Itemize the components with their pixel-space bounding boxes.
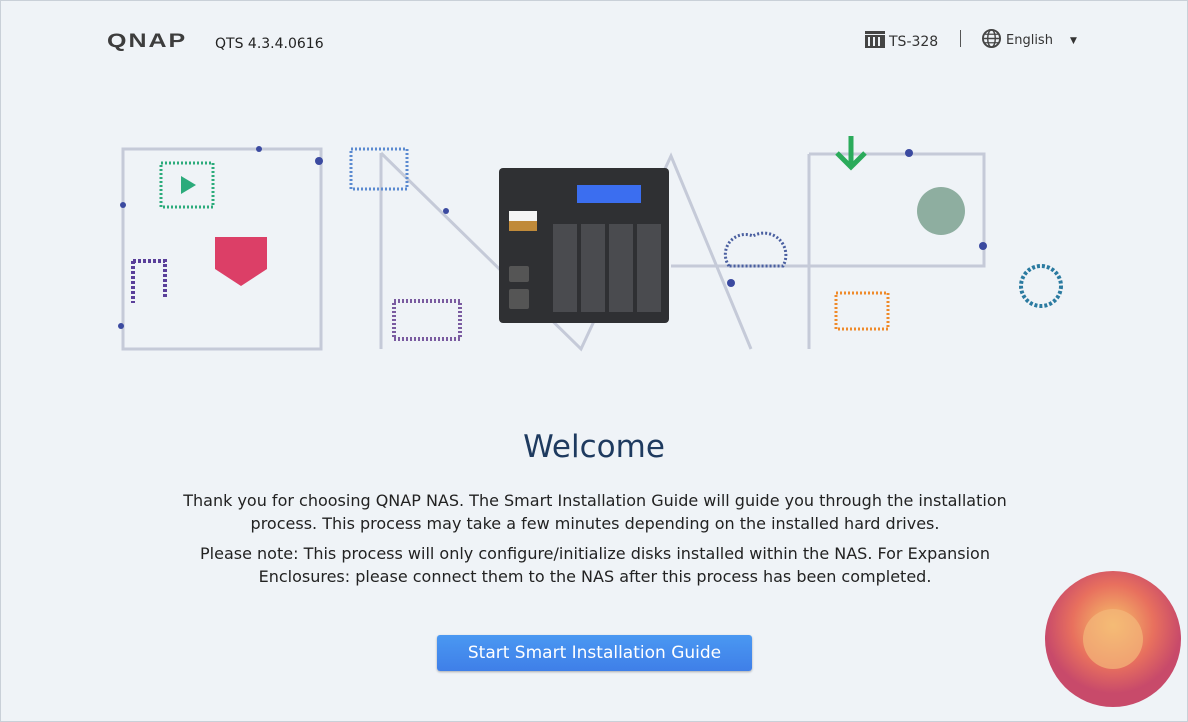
language-selector[interactable]: English ▼ <box>982 29 1077 52</box>
chevron-down-icon: ▼ <box>1069 35 1077 46</box>
video-icon <box>159 161 215 209</box>
intro-line-2: process. This process may take a few min… <box>250 514 940 533</box>
watermark-logo <box>1045 571 1181 707</box>
folder-icon <box>834 291 890 331</box>
welcome-title: Welcome <box>523 429 665 465</box>
sync-icon <box>1019 264 1063 308</box>
music-icon <box>131 259 167 303</box>
photo-icon <box>349 147 409 191</box>
language-label: English <box>1006 33 1053 48</box>
hdd-icon <box>392 299 462 341</box>
intro-text: Thank you for choosing QNAP NAS. The Sma… <box>1 489 1188 535</box>
qnap-logo: QNAP <box>107 30 188 52</box>
sphere-icon <box>917 187 965 235</box>
download-icon <box>835 136 867 171</box>
globe-icon <box>982 29 1001 52</box>
nas-device-image <box>499 168 669 323</box>
start-installation-button[interactable]: Start Smart Installation Guide <box>437 635 752 671</box>
shield-icon <box>215 237 267 286</box>
firmware-version: QTS 4.3.4.0616 <box>215 36 324 52</box>
model-label: TS-328 <box>889 33 939 50</box>
nas-icon <box>865 31 885 52</box>
intro-line-1: Thank you for choosing QNAP NAS. The Sma… <box>183 491 1007 510</box>
header-divider <box>960 30 961 47</box>
note-line-1: Please note: This process will only conf… <box>200 544 990 563</box>
nas-model: TS-328 <box>865 31 938 52</box>
welcome-illustration <box>118 136 1063 352</box>
cloud-icon <box>723 231 788 268</box>
note-line-2: Enclosures: please connect them to the N… <box>258 567 932 586</box>
note-text: Please note: This process will only conf… <box>1 542 1188 588</box>
